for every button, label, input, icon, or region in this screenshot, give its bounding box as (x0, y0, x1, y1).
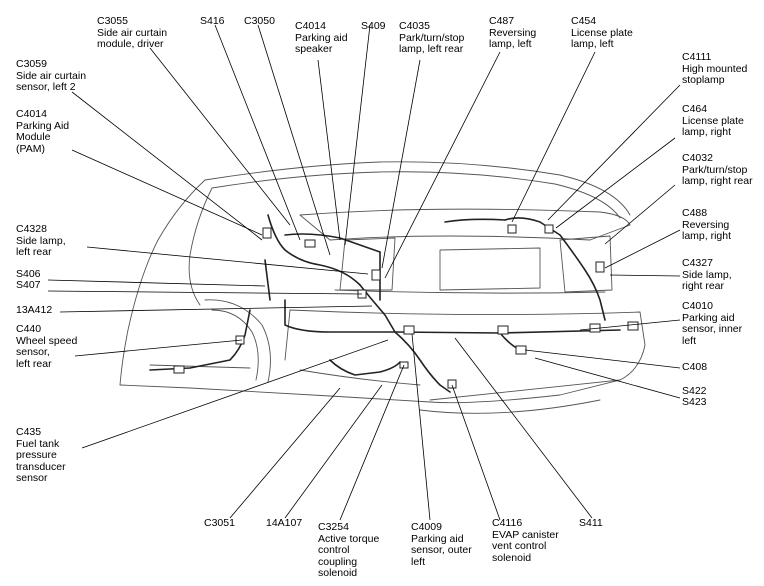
label-c4009: C4009 Parking aid sensor, outer left (411, 521, 472, 568)
label-14a107: 14A107 (266, 517, 303, 529)
label-c4014-speaker: C4014 Parking aid speaker (295, 20, 348, 55)
label-c4010: C4010 Parking aid sensor, inner left (682, 300, 743, 347)
label-c4111: C4111 High mounted stoplamp (682, 51, 748, 86)
label-c4032: C4032 Park/turn/stop lamp, right rear (682, 152, 753, 187)
label-13a412: 13A412 (16, 304, 53, 316)
label-c3254: C3254 Active torque control coupling sol… (318, 521, 380, 579)
label-c3055: C3055 Side air curtain module, driver (97, 15, 168, 50)
label-c4014-pam: C4014 Parking Aid Module (PAM) (16, 108, 70, 155)
label-c3051: C3051 (204, 517, 235, 529)
label-s406: S406 (16, 268, 41, 280)
label-s416: S416 (200, 15, 225, 27)
label-c4035: C4035 Park/turn/stop lamp, left rear (399, 20, 465, 55)
label-c3050: C3050 (244, 15, 275, 27)
label-c440: C440 Wheel speed sensor, left rear (16, 323, 78, 370)
label-c487: C487 Reversing lamp, left (489, 15, 537, 50)
label-s409: S409 (361, 20, 386, 32)
label-c435: C435 Fuel tank pressure transducer senso… (16, 426, 66, 484)
label-c4327: C4327 Side lamp, right rear (682, 257, 732, 292)
label-c408: C408 (682, 361, 708, 373)
label-s423: S423 (682, 396, 707, 408)
label-s407: S407 (16, 279, 41, 291)
label-c464: C464 License plate lamp, right (682, 103, 744, 138)
label-c3059: C3059 Side air curtain sensor, left 2 (16, 58, 87, 93)
label-c4328: C4328 Side lamp, left rear (16, 223, 66, 258)
label-s422: S422 (682, 385, 707, 397)
label-c488: C488 Reversing lamp, right (682, 207, 732, 242)
label-s411: S411 (579, 517, 603, 529)
label-c454: C454 License plate lamp, left (571, 15, 633, 50)
label-c4116: C4116 EVAP canister vent control solenoi… (492, 517, 559, 564)
